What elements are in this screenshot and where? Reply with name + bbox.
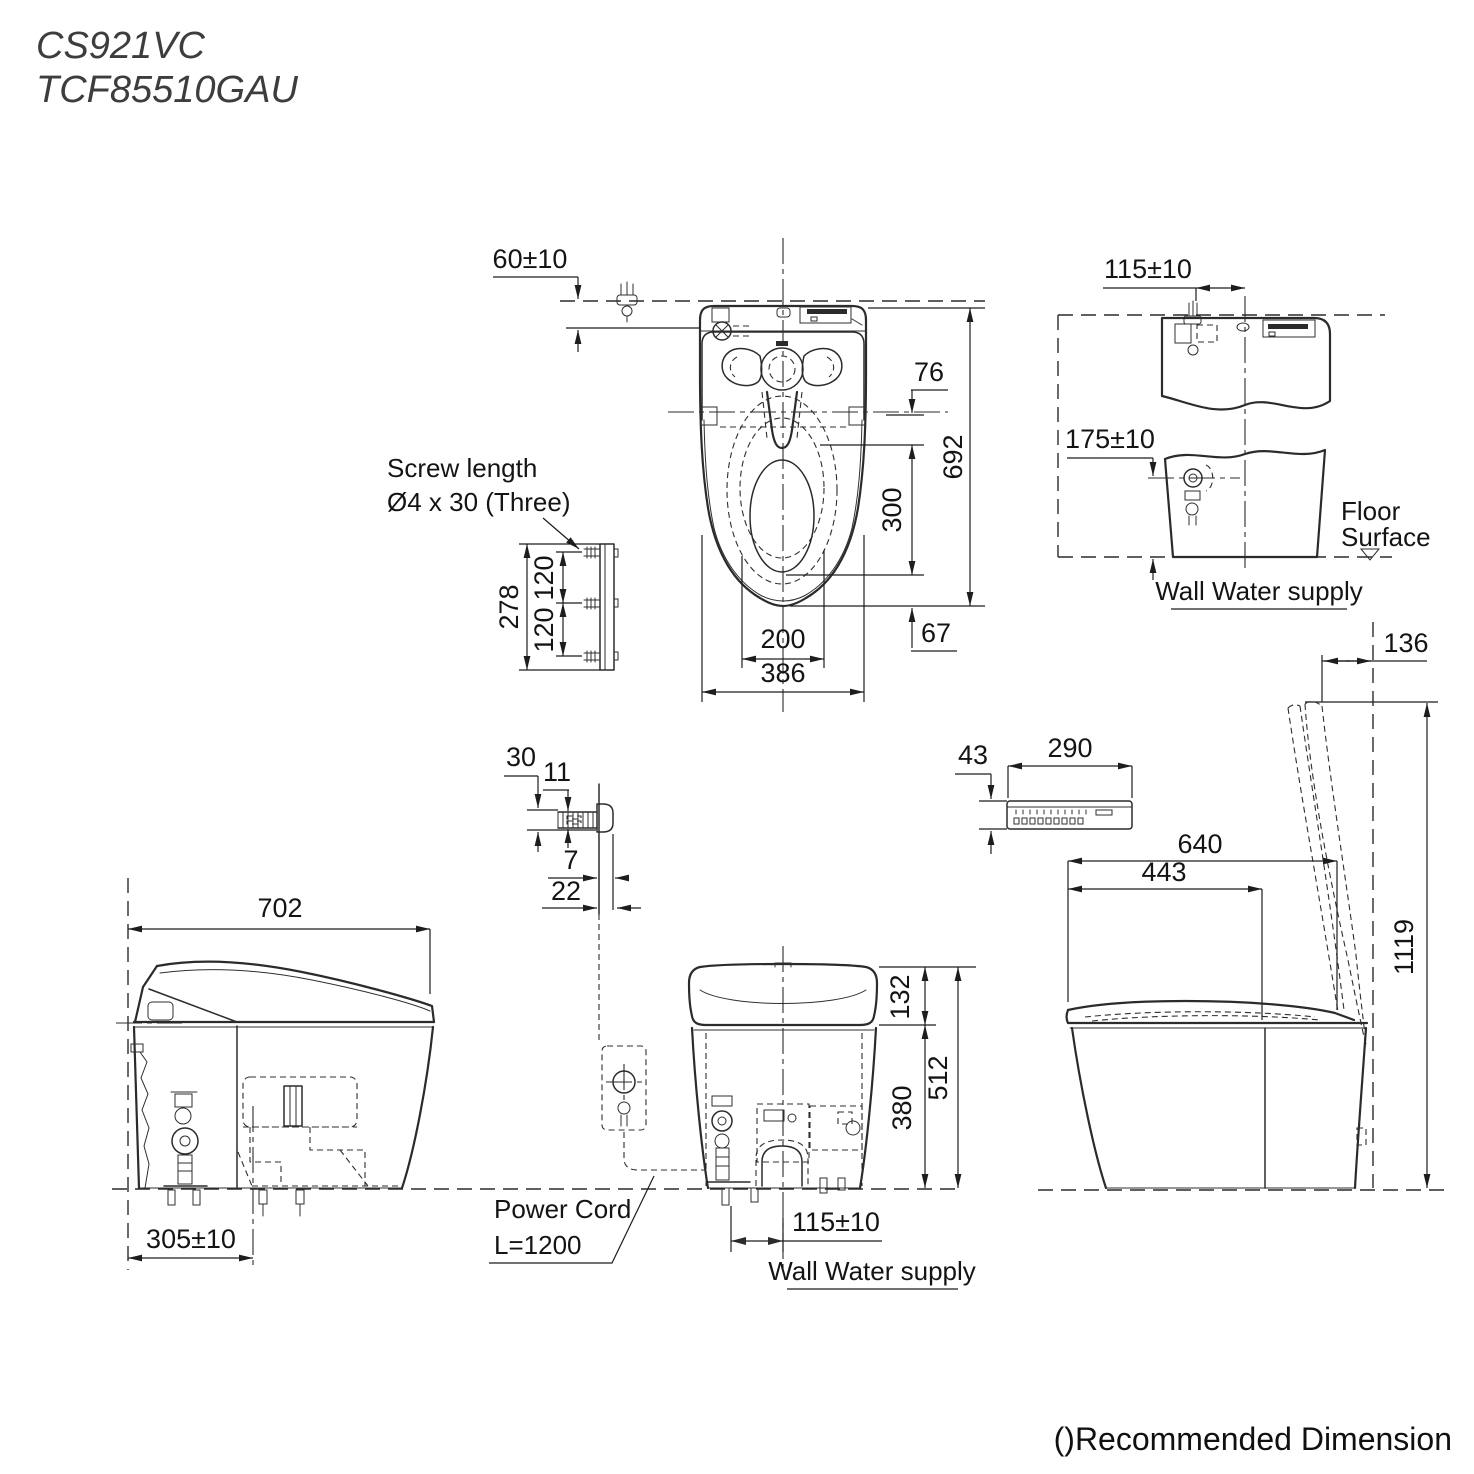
dim-screw-pitch-lower: 120	[529, 607, 559, 652]
dim-lid-to-wall: 136	[1383, 628, 1428, 658]
side-view-right: 136 1119 640 443	[1038, 622, 1450, 1191]
mount-plate-detail: Screw length Ø4 x 30 (Three) 278 120 120	[387, 453, 619, 671]
sensor-window	[147, 1001, 174, 1021]
mount-screws	[583, 546, 601, 663]
rear-tank-lower	[1163, 448, 1327, 559]
dim-total-depth: 692	[938, 434, 968, 479]
dim-wall-offset: 60±10	[493, 244, 568, 274]
dim-opening-length: 300	[877, 487, 907, 532]
dim-total-depth-side: 702	[257, 893, 302, 923]
dim-remote-height: 43	[958, 740, 988, 770]
plan-spray-wand	[721, 341, 843, 450]
remote-control-view: 43 290	[955, 733, 1133, 854]
dim-supply-offset: 115±10	[1104, 254, 1192, 284]
plan-supply-fitting	[711, 307, 751, 341]
footer-note: ()Recommended Dimension	[1054, 1421, 1452, 1457]
dim-plate-length: 278	[494, 584, 524, 629]
power-cord-path	[623, 1132, 706, 1171]
left-body	[116, 960, 436, 1190]
dim-drain-offset: 305±10	[146, 1224, 236, 1254]
side-view-left: 702	[112, 878, 963, 1270]
rear-supply-fitting	[1148, 464, 1240, 526]
front-lid	[687, 962, 879, 1031]
rear-view: 115±10 175±10 Floor Surface Wall Water s…	[1057, 254, 1431, 610]
dim-body-width: 386	[760, 658, 805, 688]
dim-remote-width: 290	[1047, 733, 1092, 763]
dim-supply-offset-front: 115±10	[792, 1207, 880, 1237]
rear-tank-upper	[1160, 316, 1332, 411]
plan-vent	[776, 307, 791, 318]
plan-view: 60±10	[493, 238, 985, 712]
dim-hinge-to-opening: 76	[914, 357, 944, 387]
plan-seat-opening	[726, 395, 838, 585]
hanger-screw	[557, 803, 614, 833]
power-cord-label-2: L=1200	[494, 1230, 581, 1260]
dim-seat-depth: 443	[1141, 857, 1186, 887]
floor-surface-label-2: Surface	[1341, 522, 1431, 552]
rear-caption: Wall Water supply	[1155, 576, 1363, 606]
rear-mount-bolt	[1174, 300, 1218, 356]
floor-level-symbol	[1359, 548, 1381, 561]
wall-screw-detail: 30 11 7 22	[504, 742, 647, 1131]
mount-plate	[599, 543, 615, 671]
dim-11: 11	[543, 757, 571, 787]
plan-body-outline	[698, 304, 868, 608]
remote-body	[1006, 800, 1133, 830]
dim-screw-pitch-upper: 120	[529, 555, 559, 600]
dim-seat-open-reach: 640	[1177, 829, 1222, 859]
model-number-1: CS921VC	[36, 25, 206, 67]
front-body	[690, 1026, 878, 1190]
right-body	[1065, 999, 1369, 1190]
dim-supply-height: 175±10	[1065, 424, 1155, 454]
front-caption: Wall Water supply	[768, 1256, 976, 1286]
title-block: CS921VC TCF85510GAU	[36, 25, 298, 111]
open-lid-outline	[1287, 700, 1367, 1047]
dim-rear-overhang: 67	[921, 618, 951, 648]
floor-surface-label-1: Floor	[1341, 496, 1401, 526]
plan-water-surface	[749, 459, 815, 573]
dim-opening-width: 200	[760, 624, 805, 654]
plan-control-module	[799, 306, 863, 326]
dim-supply-height-front: 380	[887, 1085, 917, 1130]
screw-note-line2: Ø4 x 30 (Three)	[387, 487, 571, 517]
front-plumbing	[705, 1095, 863, 1206]
front-view: 132 380 512 115±10 Power Cord L=1200 Wal…	[489, 946, 976, 1290]
plan-wall-bolt	[616, 281, 638, 323]
power-cord-label-1: Power Cord	[494, 1194, 631, 1224]
dim-30: 30	[506, 742, 536, 772]
dim-bowl-height: 512	[923, 1055, 953, 1100]
left-plumbing	[130, 1043, 398, 1266]
screw-note-line1: Screw length	[387, 453, 537, 483]
dim-lid-height: 132	[885, 974, 915, 1019]
model-number-2: TCF85510GAU	[36, 69, 298, 111]
dim-open-height: 1119	[1389, 919, 1419, 975]
cord-anchor-plate	[601, 1045, 647, 1131]
dim-7: 7	[563, 845, 578, 875]
dim-22: 22	[551, 876, 581, 906]
plan-rim-inner	[703, 419, 863, 602]
rear-control-module	[1262, 319, 1316, 338]
